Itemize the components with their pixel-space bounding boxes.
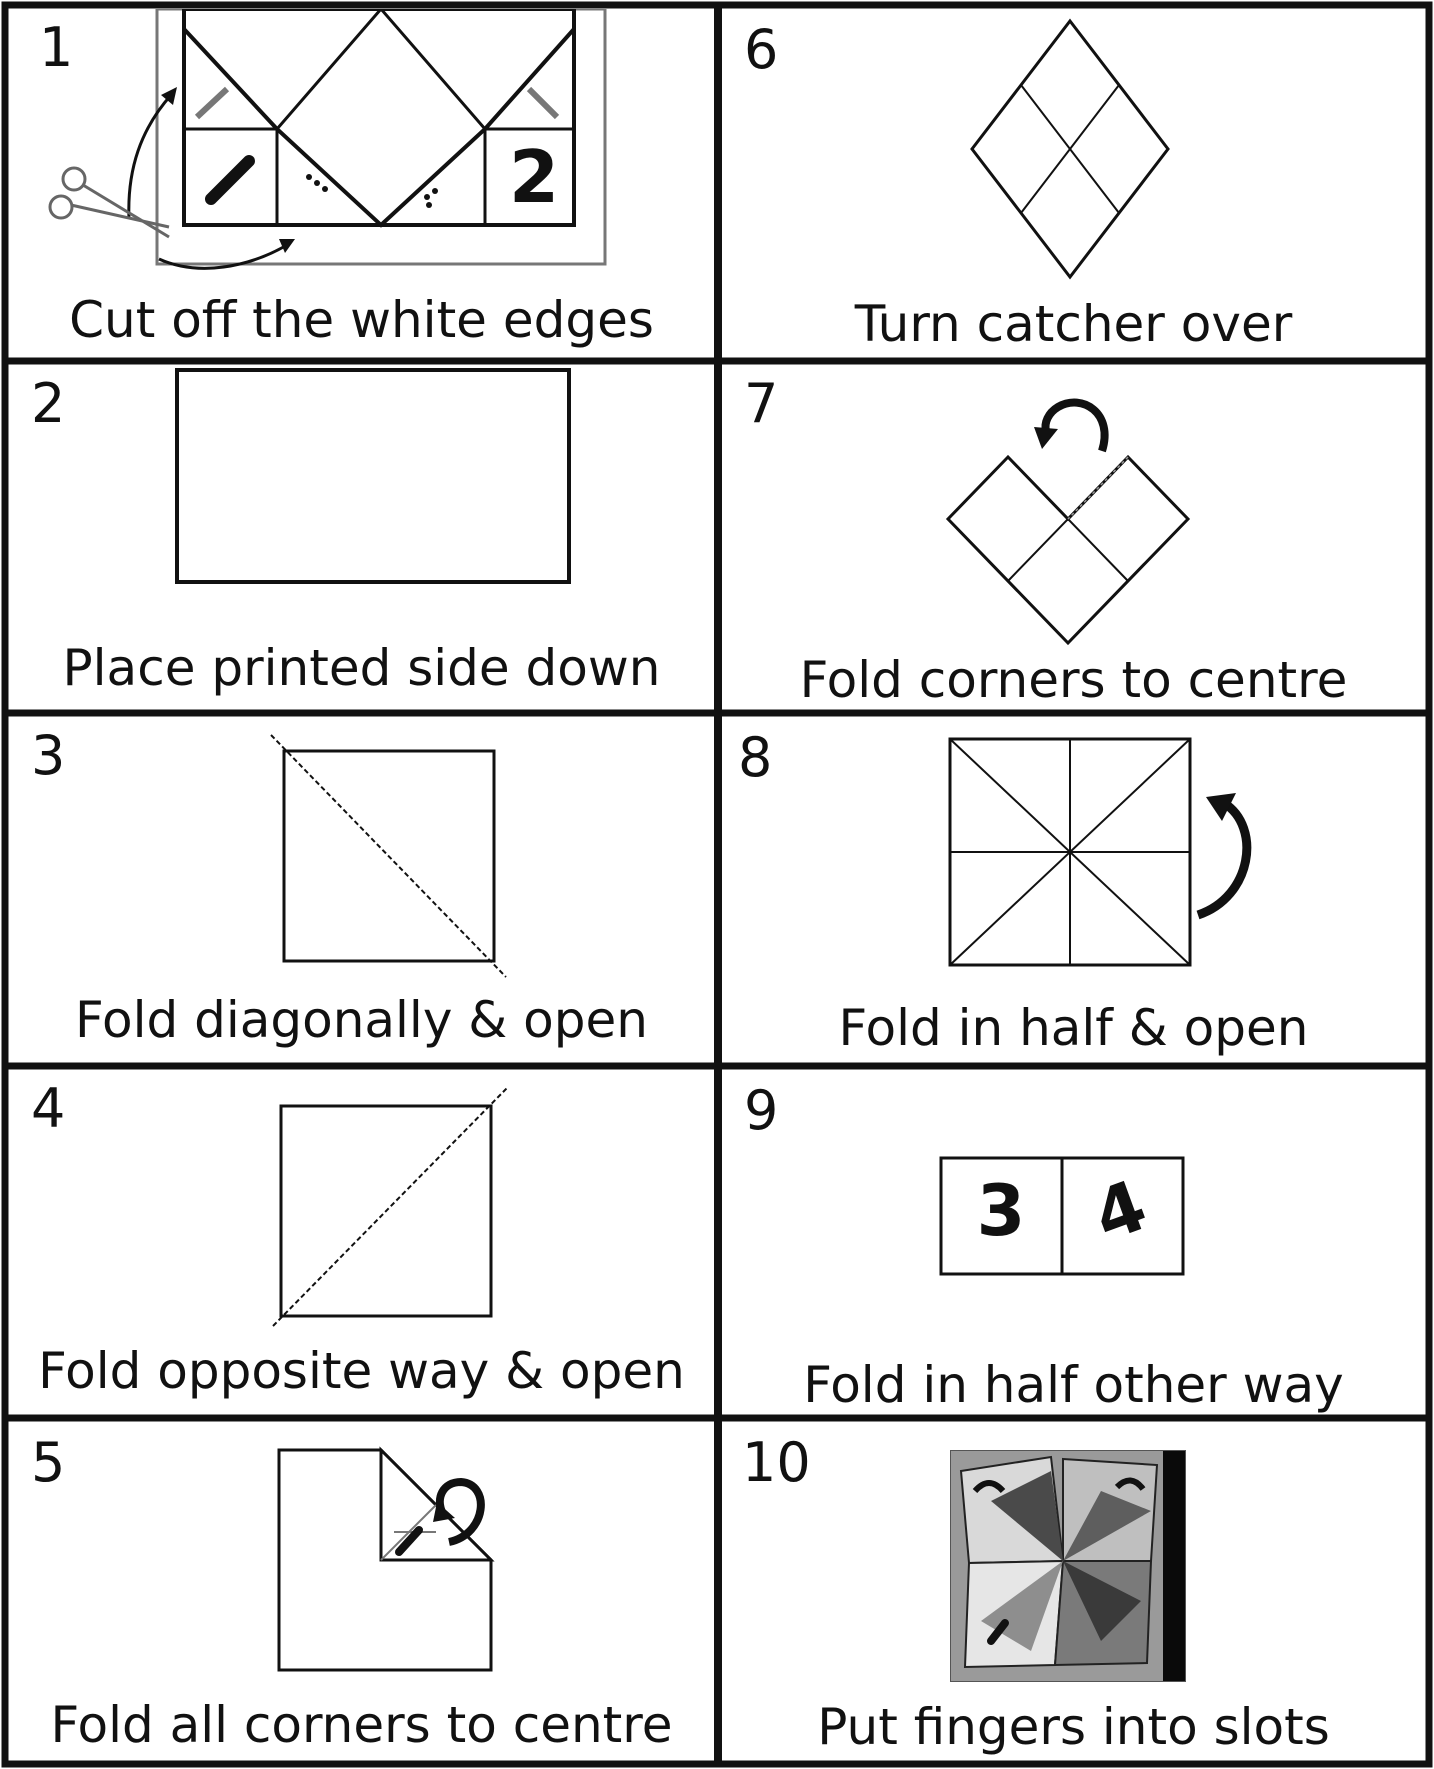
- step-caption: Cut off the white edges: [9, 295, 714, 345]
- step-5: 5 Fold all corners to centre: [9, 1422, 714, 1760]
- step-7: 7 Fold corners to centre: [722, 365, 1425, 709]
- step-caption: Turn catcher over: [722, 299, 1425, 349]
- step-10: 10 Put fingers into slots: [722, 1422, 1425, 1760]
- step-number: 10: [742, 1436, 811, 1490]
- step-1: 1 1 2 Cut off the white edges: [9, 9, 714, 357]
- step-caption: Fold diagonally & open: [9, 995, 714, 1045]
- step1-right-number: 2: [499, 141, 569, 213]
- cootie-catcher-photo: [950, 1450, 1186, 1682]
- step-6: 6 Turn catcher over: [722, 9, 1425, 357]
- step-caption: Fold all corners to centre: [9, 1700, 714, 1750]
- step-caption: Fold opposite way & open: [9, 1346, 714, 1396]
- scissors-icon: [50, 168, 169, 237]
- step-2: 2 Place printed side down: [9, 365, 714, 709]
- step-4: 4 Fold opposite way & open: [9, 1070, 714, 1414]
- step-3: 3 Fold diagonally & open: [9, 717, 714, 1062]
- step-caption: Put fingers into slots: [722, 1702, 1425, 1752]
- step-caption: Place printed side down: [9, 643, 714, 693]
- step-caption: Fold in half & open: [722, 1003, 1425, 1053]
- step-8: 8 Fold in half & open: [722, 717, 1425, 1062]
- step9-left-number: 3: [961, 1176, 1041, 1246]
- step-9: 9 3 4 Fold in half other way: [722, 1070, 1425, 1414]
- step-caption: Fold corners to centre: [722, 655, 1425, 705]
- step-caption: Fold in half other way: [722, 1360, 1425, 1410]
